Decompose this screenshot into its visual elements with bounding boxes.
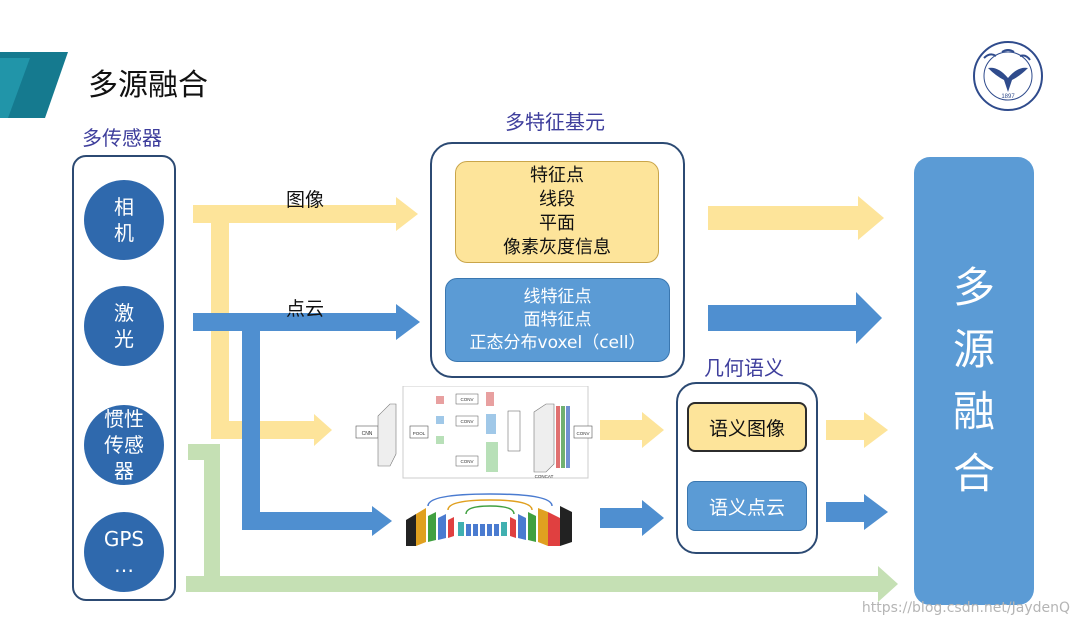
features-label: 多特征基元 [505, 110, 605, 134]
geometry-label: 几何语义 [704, 356, 784, 380]
yellow-net-to-semantic-head [642, 412, 664, 448]
blue-arrow-pointcloud-head [396, 304, 420, 340]
feature-plane-points: 面特征点 [523, 309, 592, 330]
slide-title: 多源融合 [88, 68, 208, 103]
yellow-semantic-to-fusion-shaft [826, 420, 866, 440]
yellow-branch-horizontal [211, 421, 316, 439]
conv-label-2: CONV [460, 419, 473, 424]
sensor-lidar: 激 光 [84, 286, 164, 366]
feature-line-points: 线特征点 [523, 286, 592, 307]
sensor-imu: 惯性 传感 器 [84, 405, 164, 485]
concat-label: CONCAT [535, 474, 554, 479]
svg-text:1897: 1897 [1001, 94, 1015, 100]
sensors-container [72, 155, 176, 601]
conv-label-1: CONV [460, 397, 473, 402]
semantic-pointcloud-box: 语义点云 [687, 481, 807, 531]
blue-feature-to-fusion-head [856, 292, 882, 344]
cnn-label: CNN [362, 431, 373, 437]
fusion-char-3: 融 [952, 387, 995, 436]
blue-net-to-semantic-shaft [600, 508, 644, 528]
green-arrow-shaft [186, 576, 880, 592]
yellow-branch-head [314, 414, 332, 446]
yellow-semantic-to-fusion-head [864, 412, 888, 448]
university-logo: 1897 [972, 40, 1044, 112]
fusion-char-4: 合 [952, 449, 995, 498]
cnn-network-diagram: CNN POOL CONV CONV CONV CONCAT CONV [348, 385, 598, 480]
green-arrow-head [878, 566, 898, 602]
yellow-net-to-semantic-shaft [600, 420, 644, 440]
blue-branch-horizontal [242, 512, 372, 530]
feature-plane: 平面 [539, 213, 575, 234]
feature-line-segment: 线段 [539, 189, 575, 210]
sensor-camera: 相 机 [84, 180, 164, 260]
feature-ndt-voxel: 正态分布voxel（cell） [469, 332, 646, 353]
fusion-char-1: 多 [952, 263, 995, 312]
blue-feature-to-fusion-shaft [708, 305, 858, 331]
feature-point: 特征点 [530, 165, 584, 186]
pointcloud-network-diagram [400, 492, 580, 548]
image-arrow-label: 图像 [286, 189, 325, 211]
features-container [430, 142, 685, 378]
blue-branch-head [372, 506, 392, 536]
conv-label-4: CONV [576, 431, 589, 436]
blue-semantic-to-fusion-head [864, 494, 888, 530]
blue-net-to-semantic-head [642, 500, 664, 536]
semantic-image-box: 语义图像 [687, 402, 807, 452]
blue-semantic-to-fusion-shaft [826, 502, 866, 522]
yellow-feature-to-fusion-head [858, 196, 884, 240]
blue-branch-vertical [242, 322, 260, 527]
fusion-box: 多 源 融 合 [914, 157, 1034, 605]
watermark: https://blog.csdn.net/JaydenQ [861, 600, 1070, 616]
title-band-decoration [0, 52, 68, 118]
yellow-arrow-image-head [396, 197, 418, 231]
fusion-char-2: 源 [952, 325, 995, 374]
yellow-feature-to-fusion-shaft [708, 206, 860, 230]
sensor-gps: GPS … [84, 512, 164, 592]
pool-label: POOL [413, 431, 426, 436]
geometry-container [676, 382, 818, 554]
feature-pixel-intensity: 像素灰度信息 [503, 237, 611, 258]
green-arrow-imu-gps [188, 444, 220, 576]
image-features-box: 特征点 线段 平面 像素灰度信息 [455, 161, 659, 263]
sensors-label: 多传感器 [82, 126, 162, 150]
yellow-arrow-image-shaft [193, 205, 396, 223]
conv-label-3: CONV [460, 459, 473, 464]
pointcloud-features-box: 线特征点 面特征点 正态分布voxel（cell） [445, 278, 670, 362]
pointcloud-arrow-label: 点云 [286, 298, 325, 320]
